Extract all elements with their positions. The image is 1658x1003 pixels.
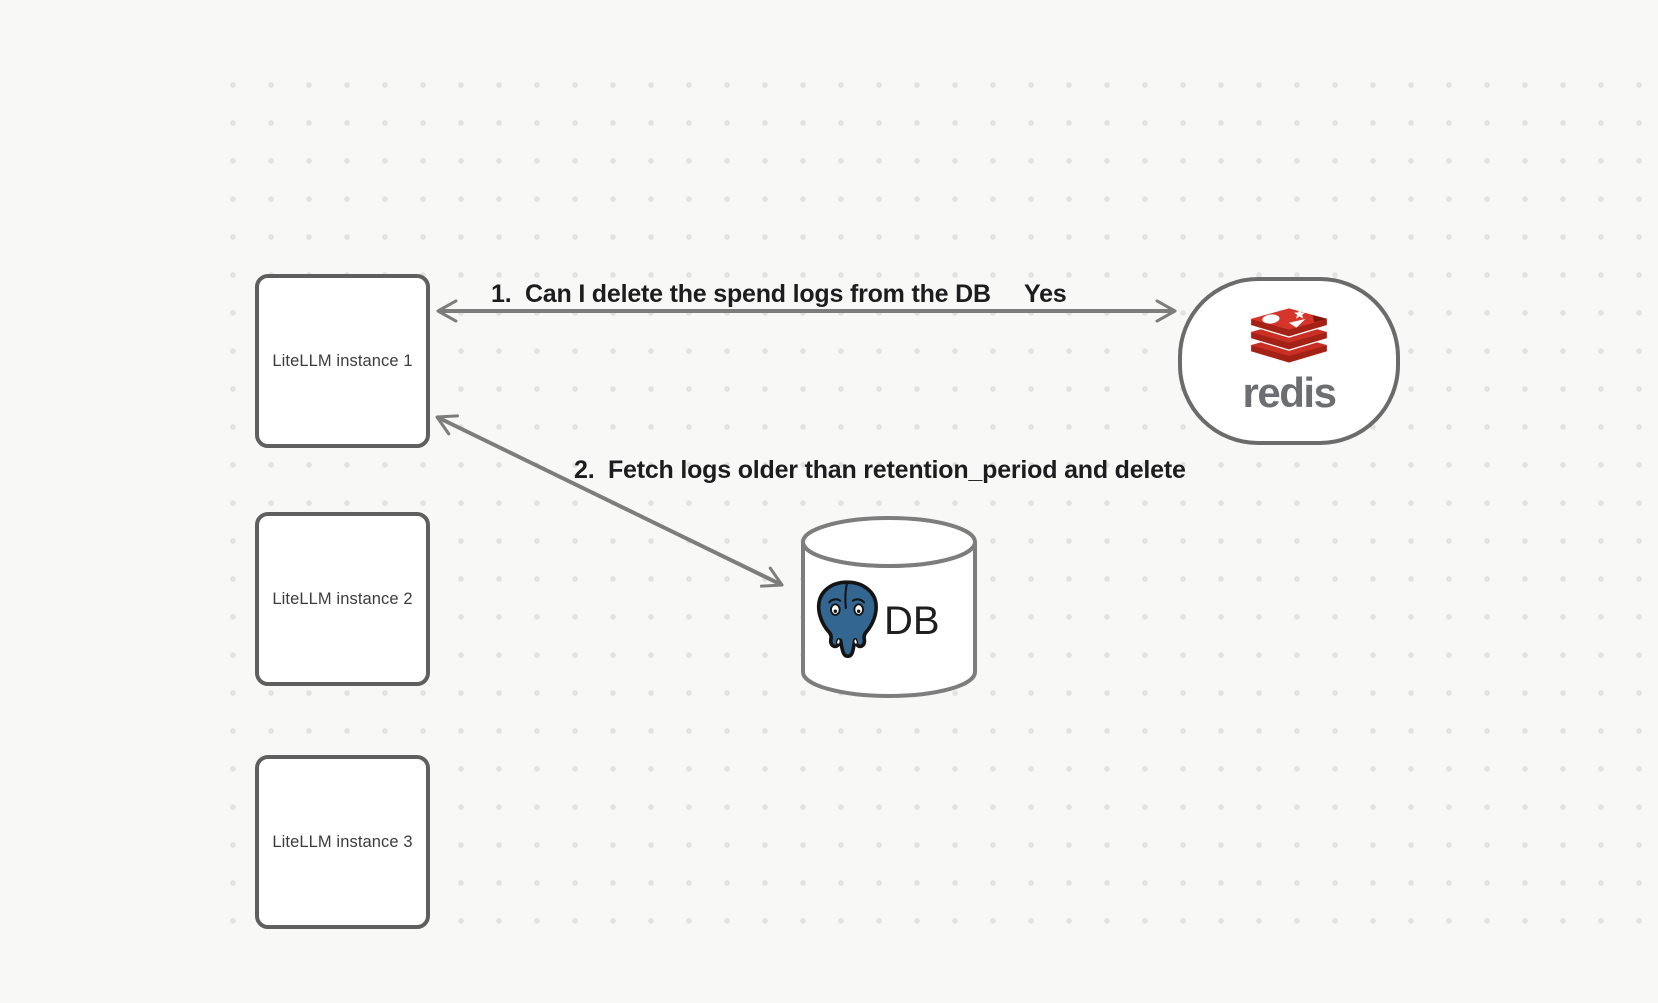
- node-litellm-instance-1-label: LiteLLM instance 1: [272, 351, 413, 370]
- node-litellm-instance-3: LiteLLM instance 3: [255, 755, 430, 929]
- edge-db-action-label: 2. Fetch logs older than retention_perio…: [574, 456, 1186, 484]
- postgresql-logo-icon: [816, 580, 878, 658]
- redis-wordmark: redis: [1242, 369, 1337, 416]
- node-litellm-instance-2-label: LiteLLM instance 2: [272, 589, 413, 608]
- arrow-litellm-db: [435, 414, 784, 588]
- redis-logo-icon: [1249, 308, 1329, 364]
- edge-redis-response-label: Yes: [1024, 280, 1067, 308]
- node-redis: redis: [1178, 277, 1400, 445]
- db-node-label: DB: [884, 599, 940, 643]
- node-litellm-instance-2: LiteLLM instance 2: [255, 512, 430, 686]
- node-litellm-instance-1: LiteLLM instance 1: [255, 274, 430, 448]
- edge-redis-question-label: 1. Can I delete the spend logs from the …: [491, 280, 991, 308]
- node-litellm-instance-3-label: LiteLLM instance 3: [272, 832, 413, 851]
